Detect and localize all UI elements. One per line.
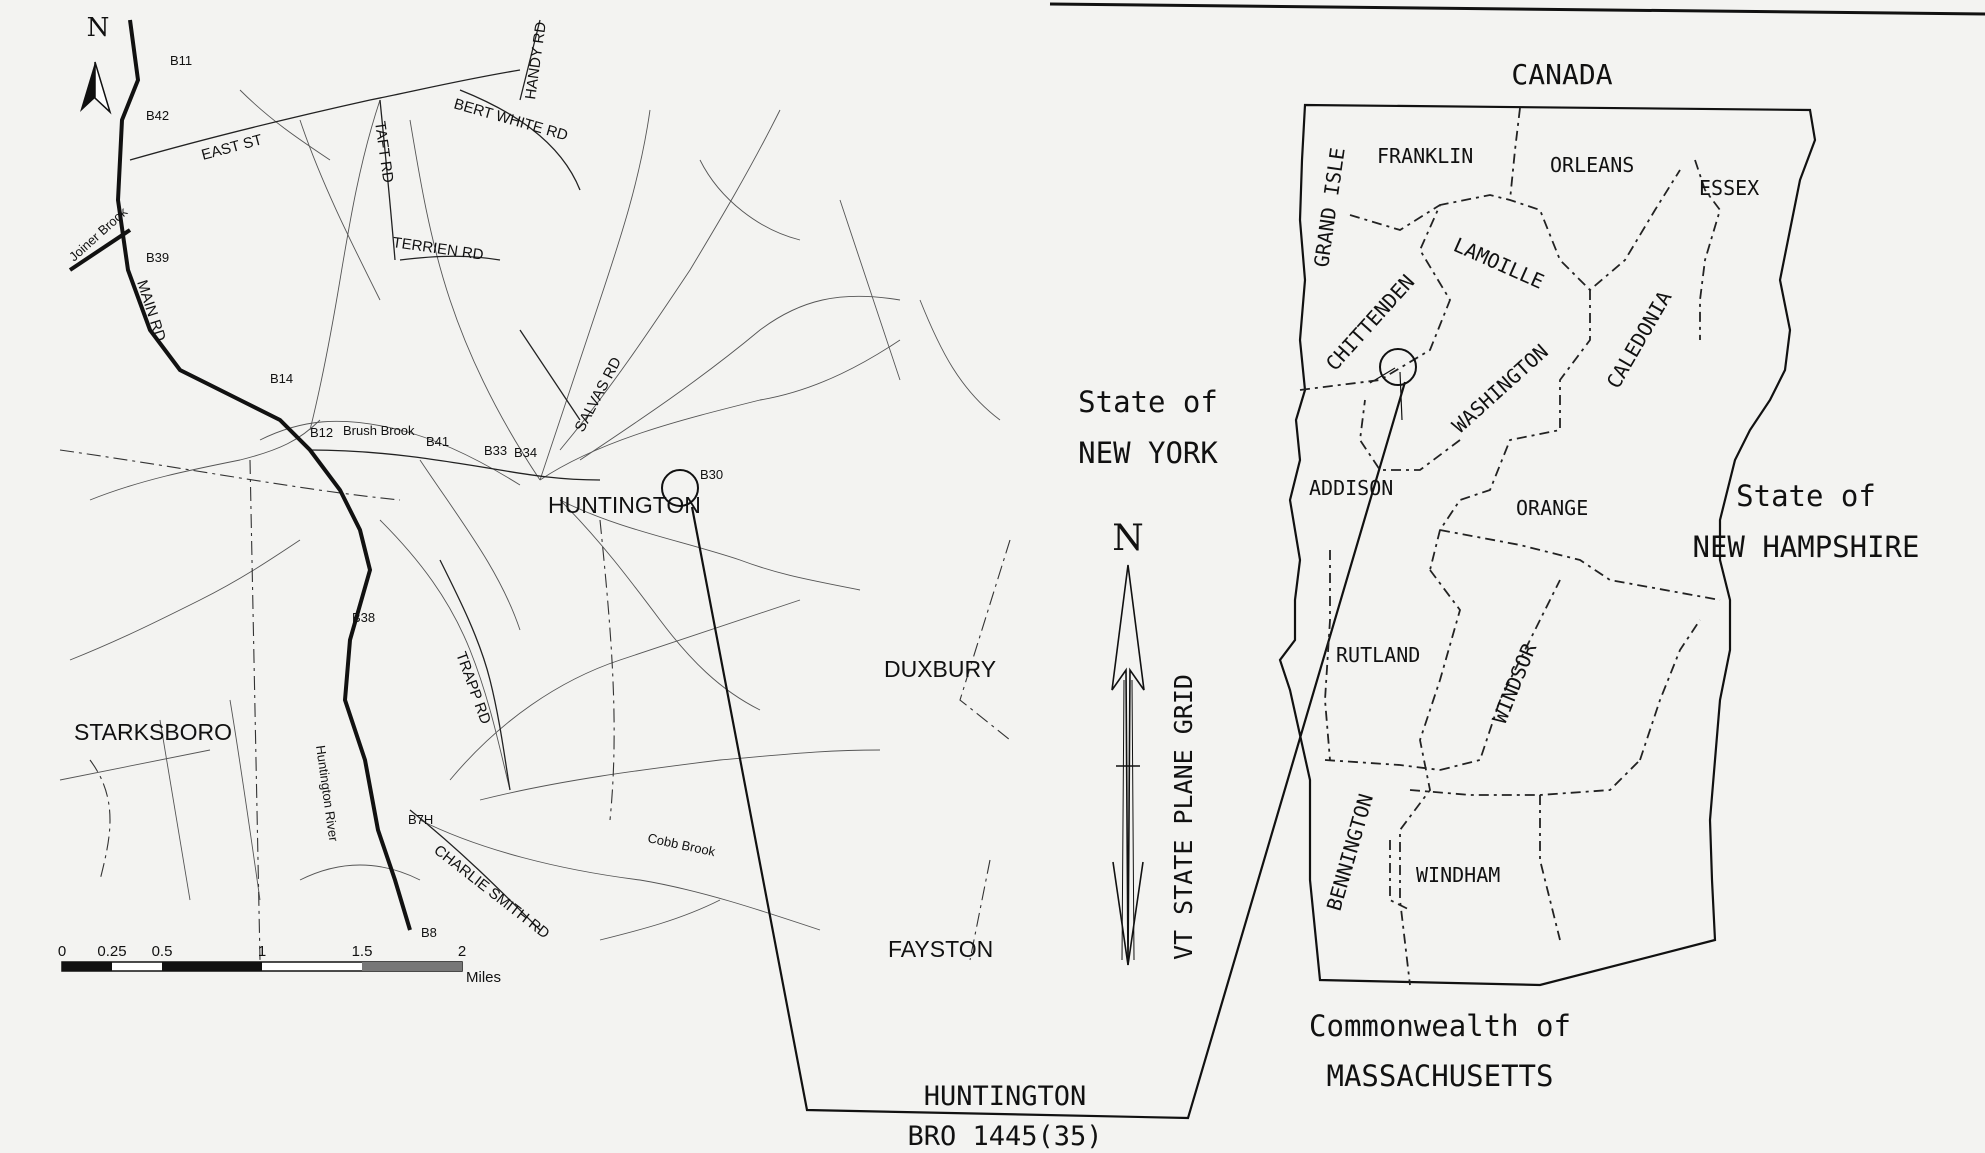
bridge-label-b39: B39 [146, 250, 169, 265]
inset-site-marker [1379, 348, 1417, 386]
bridge-site-marker [661, 469, 699, 507]
road-label-handy: HANDY RD [522, 21, 550, 101]
scale-unit-label: Miles [466, 969, 501, 986]
county-chittenden: CHITTENDEN [1321, 270, 1419, 376]
north-arrow-label: N [87, 13, 110, 43]
road-label-east-st: EAST ST [200, 131, 265, 164]
bridge-label-b34: B34 [514, 445, 537, 460]
grid-north-label: N [1112, 518, 1144, 559]
town-label-duxbury: DUXBURY [884, 656, 996, 682]
county-essex: ESSEX [1699, 176, 1759, 200]
road-label-charlie-smith: CHARLIE SMITH RD [431, 842, 553, 943]
road-label-bert-white: BERT WHITE RD [452, 96, 570, 145]
bridge-label-b41: B41 [426, 434, 449, 449]
county-windsor: WINDSOR [1487, 639, 1541, 727]
road-east-st [129, 69, 521, 161]
county-franklin: FRANKLIN [1377, 144, 1473, 168]
stream-label-brush: Brush Brook [343, 423, 415, 438]
county-lamoille: LAMOILLE [1450, 233, 1548, 294]
site-label-project: BRO 1445(35) [907, 1121, 1102, 1152]
scale-tick-5: 2 [458, 943, 466, 960]
neighbor-new-hampshire-line1: State of [1736, 479, 1876, 513]
site-label-town: HUNTINGTON [924, 1081, 1087, 1112]
scale-tick-3: 1 [258, 943, 266, 960]
county-orleans: ORLEANS [1550, 153, 1634, 177]
county-addison: ADDISON [1309, 476, 1393, 500]
town-boundary [969, 859, 991, 961]
bridge-label-b30: B30 [700, 467, 723, 482]
road-taft [379, 99, 396, 261]
county-rutland: RUTLAND [1336, 643, 1420, 667]
neighbor-new-hampshire-line2: NEW HAMPSHIRE [1693, 530, 1920, 564]
road-charlie-smith [409, 809, 541, 931]
bridge-label-b33: B33 [484, 443, 507, 458]
vermont-inset [1278, 103, 1817, 987]
bridge-label-b14: B14 [270, 371, 293, 386]
road-trapp [439, 559, 511, 791]
county-bennington: BENNINGTON [1322, 791, 1378, 913]
joiner-brook-road [68, 228, 132, 272]
town-label-fayston: FAYSTON [888, 936, 993, 962]
town-boundary [59, 449, 401, 501]
town-boundary [249, 459, 261, 961]
neighbor-massachusetts-line1: Commonwealth of [1309, 1009, 1571, 1043]
bridge-label-b42: B42 [146, 108, 169, 123]
scale-tick-0: 0 [58, 943, 66, 960]
road-salvas [519, 329, 581, 421]
bridge-label-b11: B11 [170, 53, 192, 68]
bridge-label-b7h: B7H [408, 812, 433, 827]
site-callout [690, 367, 1407, 1120]
frame-line [1049, 2, 1985, 16]
neighbor-new-york-line1: State of [1078, 385, 1218, 419]
road-label-taft: TAFT RD [371, 120, 396, 184]
road-bert-white [459, 89, 581, 191]
scale-tick-2: 0.5 [152, 943, 173, 960]
bridge-label-b8: B8 [421, 925, 437, 940]
scale-tick-1: 0.25 [97, 943, 126, 960]
bridge-label-b12: B12 [310, 425, 333, 440]
town-label-huntington: HUNTINGTON [548, 492, 701, 518]
town-boundary [599, 519, 615, 821]
grid-arrow-label: VT STATE PLANE GRID [1169, 674, 1198, 960]
scale-tick-4: 1.5 [352, 943, 373, 960]
locator-map: N 0 0.25 0.5 1 1.5 2 Miles HUNTINGTON STARKSB… [58, 13, 1011, 986]
grid-north-arrow-icon [1111, 564, 1145, 966]
road-label-trapp: TRAPP RD [452, 650, 494, 727]
county-caledonia: CALEDONIA [1602, 287, 1677, 393]
north-arrow-icon [80, 61, 112, 115]
county-washington: WASHINGTON [1447, 339, 1553, 437]
neighbor-new-york-line2: NEW YORK [1078, 436, 1218, 470]
town-boundary [959, 539, 1011, 741]
scale-bar [61, 961, 463, 972]
road-label-main: MAIN RD [133, 278, 169, 344]
main-road [115, 19, 412, 931]
bridge-label-b38: B38 [352, 610, 375, 625]
scale-bar-ticks: 0 0.25 0.5 1 1.5 2 [58, 943, 466, 960]
stream-network [59, 89, 1001, 941]
county-grand-isle: GRAND ISLE [1309, 146, 1350, 269]
stream-label-huntington-river: Huntington River [313, 744, 341, 843]
road-label-salvas: SALVAS RD [572, 354, 626, 435]
neighbor-massachusetts-line2: MASSACHUSETTS [1327, 1059, 1554, 1093]
county-windham: WINDHAM [1416, 863, 1500, 887]
town-label-starksboro: STARKSBORO [74, 719, 232, 745]
neighbor-canada: CANADA [1511, 58, 1612, 91]
road-handy [519, 19, 541, 101]
county-orange: ORANGE [1516, 496, 1588, 520]
vermont-outline [1278, 103, 1817, 987]
stream-label-cobb: Cobb Brook [646, 830, 717, 859]
town-boundary [89, 759, 111, 881]
road-terrien [399, 255, 501, 261]
road-connector [309, 449, 601, 481]
